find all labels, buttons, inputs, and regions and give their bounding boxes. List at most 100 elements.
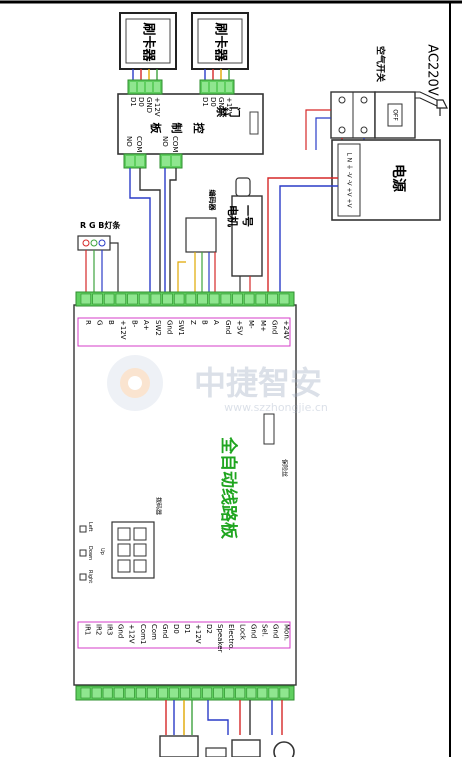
watermark-text: 中捷智安 [194,364,322,402]
pin-label: IR1 [84,624,92,635]
access-board-relay-right [159,153,183,169]
motor-wires [177,252,251,292]
pin-label: A [212,320,220,325]
access-pin-label: NO [161,136,169,147]
pin-label: +24V [282,320,290,340]
top-terminal [139,293,150,305]
power-supply: L N ⏚ -V -V +V +V 电源 [331,139,441,221]
pin-label: IR3 [106,624,114,635]
access-board-title-char: 禁 [215,107,229,118]
ac-power-label: AC220V [425,44,440,96]
access-pin-label: +12V [153,97,161,117]
watermark-url: www.szzhongjie.cn [224,401,328,414]
pin-label: Com1 [139,624,147,644]
access-pin-label: D1 [129,97,137,107]
rgb-strip-label: R G B灯条 [80,220,121,230]
pin-label: Z [189,320,197,325]
up-button-label: Up [99,548,105,555]
bottom-terminal [102,687,113,699]
pin-label: Electro. [227,624,235,650]
power-wires [267,177,338,292]
card-reader-1: 刷卡器 [119,12,177,70]
bottom-terminal [158,687,168,699]
bottom-terminal [191,687,201,699]
top-terminal [115,293,126,305]
fuse-label: 保险丝 [281,459,289,477]
top-terminal [92,293,103,305]
bottom-device-3 [231,739,261,757]
pin-label: R [84,320,92,325]
access-pin-label: GND [145,97,153,113]
pin-label: B [201,320,209,325]
down-button-label: Down [87,546,93,560]
pin-label: IR2 [95,624,103,635]
right-button-label: Right [87,570,93,583]
top-terminal [244,293,255,305]
bottom-terminal [224,687,235,699]
encoder [185,217,217,253]
left-button[interactable] [79,525,87,533]
top-terminal [255,293,266,305]
top-terminal [104,293,115,305]
pin-label: SW2 [154,320,162,336]
access-board-title-char: 门 [228,107,242,118]
access-pin-label: COM [171,136,179,152]
bottom-terminal [279,687,290,699]
bottom-terminal [91,687,102,699]
top-terminal [197,293,208,305]
top-terminal [232,293,243,305]
card-reader-2: 刷卡器 [191,12,249,70]
pin-label: Com [150,624,158,640]
card-reader-1-label: 刷卡器 [141,22,157,62]
pin-label: A+ [142,320,150,331]
pin-label: Gnd [224,320,232,334]
pin-label: Lock [238,624,246,641]
air-switch-label: 空气开关 [375,46,387,82]
pin-label: +5V [236,320,244,335]
fuse [263,413,275,445]
top-terminal [174,293,185,305]
access-pin-label: GND [217,97,225,113]
main-board-bottom-terminals [75,685,295,701]
plug-icon [436,99,448,109]
top-terminal [162,293,173,305]
top-terminal [127,293,138,305]
top-terminal [267,293,278,305]
relay-wires [129,168,177,292]
bottom-device-2 [205,747,227,757]
motor-label: 电机 [226,205,240,227]
down-button[interactable] [79,549,87,557]
pin-label: D2 [205,624,213,634]
main-board-top-terminals [75,291,295,307]
bottom-terminal [113,687,124,699]
motor: 一号 电机 编码器 [185,177,263,277]
dip-label: 拨码器 [155,497,163,515]
pin-label: Gnd [117,624,125,638]
pin-label: +12V [194,624,202,644]
pin-label: B- [131,320,139,328]
bottom-terminal [169,687,179,699]
access-control-board: D1 D0 GND +12V D1 D0 GND +12V NO COM NO … [117,79,264,169]
encoder-label: 编码器 [208,190,217,212]
power-supply-label: 电源 [390,164,407,192]
dip-switch: 拨码器 [111,497,163,579]
right-button[interactable] [79,573,87,581]
watermark: 中捷智安 www.szzhongjie.cn [107,355,328,414]
bottom-terminal [124,687,135,699]
pin-label: Speaker [216,624,224,653]
top-terminal [209,293,220,305]
pin-label: Sel. [260,624,268,637]
pin-label: +12V [119,320,127,340]
pin-label: +12V [128,624,136,644]
pin-label: D0 [172,624,180,634]
bottom-terminal [202,687,213,699]
access-board-title-char: 板 [149,123,163,135]
bottom-terminal [268,687,279,699]
pin-label: G [96,320,104,325]
bottom-terminal [136,687,146,699]
motor-number: 一号 [241,205,254,227]
rgb-strip: R G B灯条 [77,220,121,292]
